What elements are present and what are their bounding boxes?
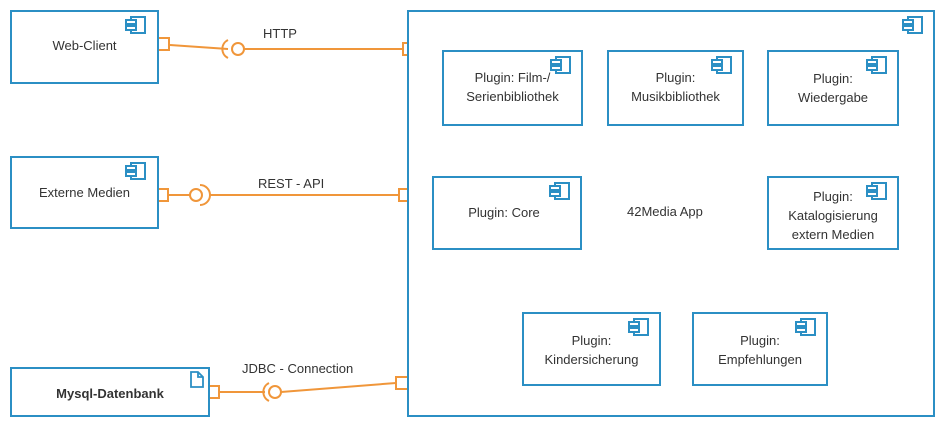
plugin-katalog-line3: extern Medien [791, 227, 875, 242]
component-icon [628, 318, 649, 336]
plugin-film-line2: Serienbibliothek [466, 89, 559, 104]
component-icon [125, 16, 146, 34]
http-wire-left [169, 44, 229, 50]
jdbc-connection-label: JDBC - Connection [242, 361, 354, 376]
rest-connection-label: REST - API [258, 176, 325, 191]
component-icon [549, 182, 570, 200]
jdbc-provided-ball [268, 385, 282, 399]
component-icon [550, 56, 571, 74]
plugin-wiedergabe-line2: Wiedergabe [797, 90, 869, 105]
mysql-datenbank-label: Mysql-Datenbank [56, 386, 164, 401]
jdbc-wire-right [280, 382, 397, 393]
externe-medien-label: Externe Medien [38, 185, 131, 200]
component-icon [125, 162, 146, 180]
component-icon [866, 182, 887, 200]
web-client-label: Web-Client [52, 38, 117, 53]
plugin-musik-line1: Plugin: [655, 70, 696, 85]
http-connection-label: HTTP [263, 26, 297, 41]
externe-medien-component[interactable]: Externe Medien [10, 156, 159, 229]
plugin-musikbibliothek[interactable]: Plugin: Musikbibliothek [607, 50, 744, 126]
rest-provided-ball [189, 188, 203, 202]
plugin-empf-line1: Plugin: [740, 333, 780, 348]
component-icon [902, 16, 923, 34]
mysql-datenbank-component[interactable]: Mysql-Datenbank [10, 367, 210, 417]
http-required-socket [221, 39, 229, 59]
component-icon [866, 56, 887, 74]
app-title: 42Media App [627, 204, 703, 219]
component-icon [795, 318, 816, 336]
jdbc-required-socket [262, 382, 270, 402]
plugin-katalog-line1: Plugin: [813, 189, 853, 204]
document-icon [190, 371, 204, 388]
plugin-empf-line2: Empfehlungen [718, 352, 802, 367]
plugin-wiedergabe-line1: Plugin: [813, 71, 853, 86]
plugin-kinder-line1: Plugin: [571, 333, 612, 348]
plugin-film-line1: Plugin: Film-/ [474, 70, 551, 85]
plugin-kinder-line2: Kindersicherung [544, 352, 639, 367]
plugin-musik-line2: Musikbibliothek [631, 89, 720, 104]
http-provided-ball [231, 42, 245, 56]
rest-required-socket [199, 184, 211, 206]
plugin-katalog-line2: Katalogisierung [788, 208, 878, 223]
plugin-core-label: Plugin: Core [468, 205, 540, 220]
component-icon [711, 56, 732, 74]
